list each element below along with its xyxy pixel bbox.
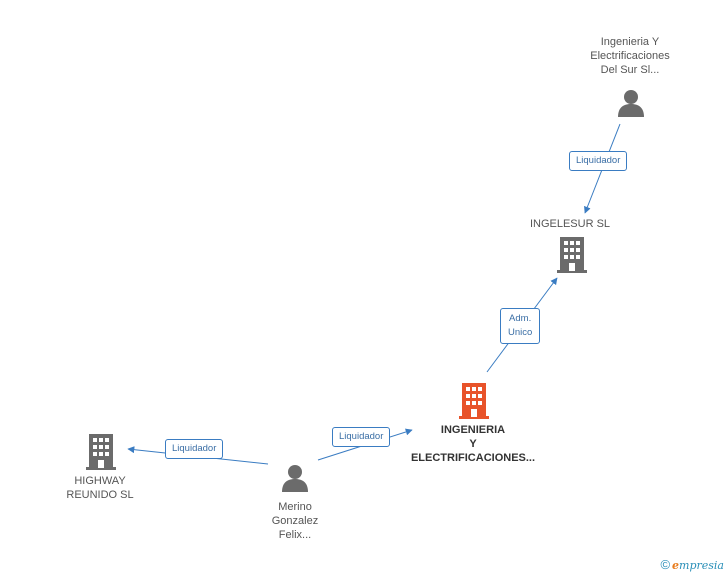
building-icon[interactable]	[86, 434, 116, 470]
node-label-line: Electrificaciones	[590, 50, 670, 62]
node-label-ingelesur[interactable]: INGELESUR SL	[520, 217, 620, 231]
person-icon[interactable]	[280, 463, 310, 493]
building-icon-main[interactable]	[459, 383, 489, 419]
node-label-line: Merino	[278, 501, 312, 513]
edge-label-liquidador[interactable]: Liquidador	[332, 427, 391, 447]
node-label-line: HIGHWAY	[74, 475, 126, 487]
copyright-icon: ©	[660, 557, 671, 572]
brand-e: e	[672, 559, 680, 572]
node-label-ingenieria-sur[interactable]: Ingenieria Y Electrificaciones Del Sur S…	[570, 35, 690, 77]
node-label-line: ELECTRIFICACIONES...	[410, 452, 536, 464]
node-label-line: Ingenieria Y	[600, 36, 660, 48]
node-label-line: Felix...	[278, 529, 312, 541]
brand-logo: ©empresia	[660, 557, 724, 572]
node-label-line: Gonzalez	[271, 515, 319, 527]
node-label-main[interactable]: INGENIERIA Y ELECTRIFICACIONES...	[393, 423, 553, 465]
edge-label-line: Unico	[508, 327, 533, 338]
node-label-line: INGENIERIA	[440, 424, 506, 436]
node-label-line: Y	[469, 438, 477, 450]
building-icon[interactable]	[557, 237, 587, 273]
node-label-line: INGELESUR SL	[529, 218, 611, 230]
edge-label-line: Adm.	[509, 313, 532, 324]
edge-label-line: Liquidador	[172, 443, 217, 454]
node-label-line: Del Sur Sl...	[600, 64, 660, 76]
edge-label-line: Liquidador	[339, 431, 384, 442]
node-label-line: REUNIDO SL	[66, 489, 134, 501]
edge-label-liquidador[interactable]: Liquidador	[165, 439, 224, 459]
brand-name: mpresia	[679, 559, 724, 572]
person-icon[interactable]	[616, 88, 646, 118]
edge-label-liquidador[interactable]: Liquidador	[569, 151, 628, 171]
edge-label-adm-unico[interactable]: Adm. Unico	[500, 308, 541, 344]
edge-label-line: Liquidador	[576, 155, 621, 166]
node-label-merino[interactable]: Merino Gonzalez Felix...	[245, 500, 345, 542]
node-label-highway[interactable]: HIGHWAY REUNIDO SL	[50, 474, 150, 502]
